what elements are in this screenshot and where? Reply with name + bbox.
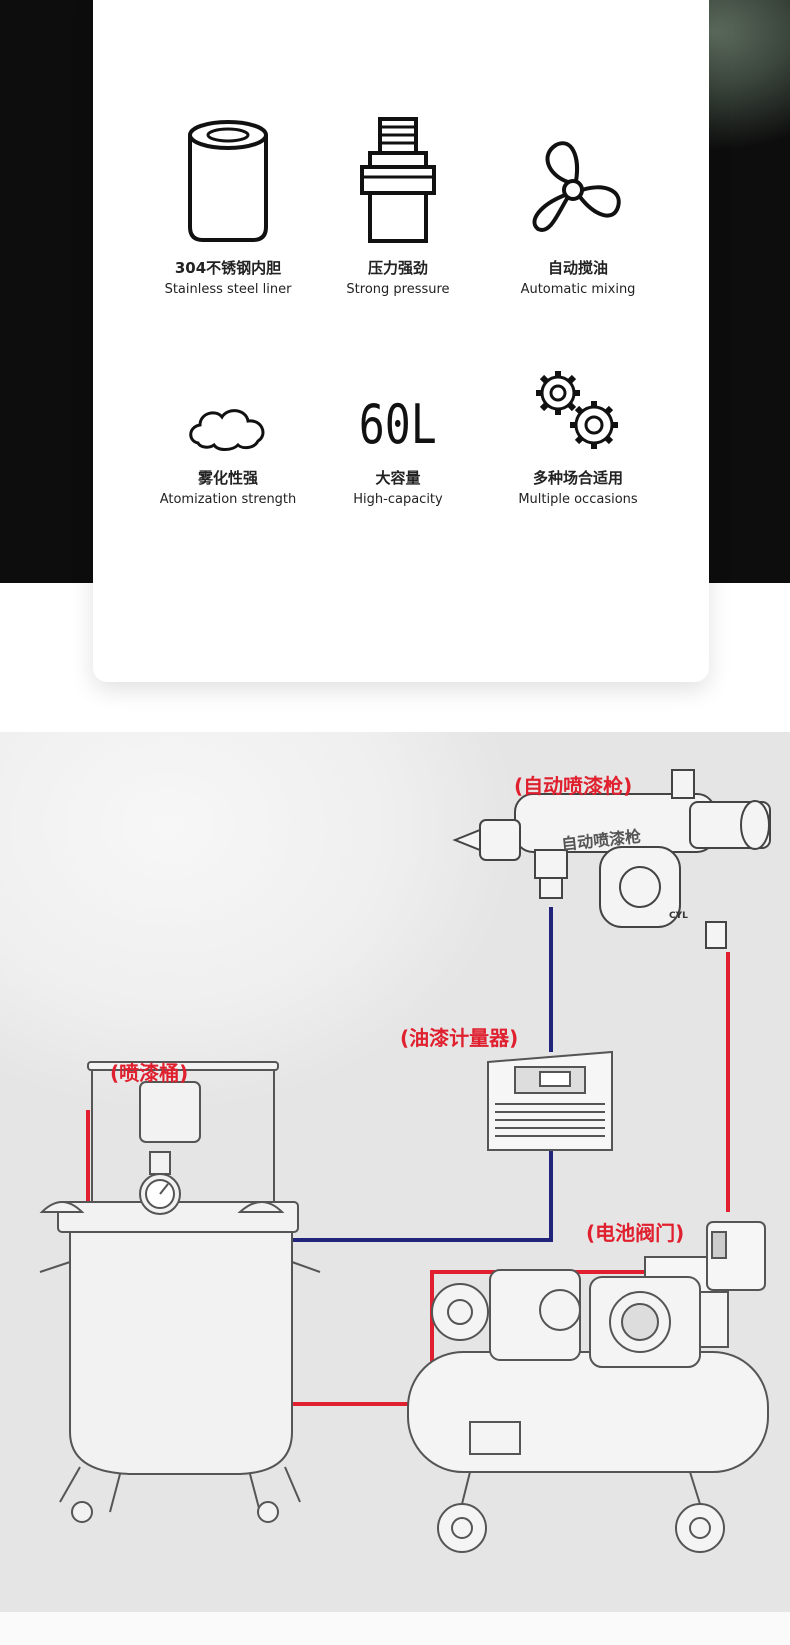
capacity-60l-icon: 60L xyxy=(358,393,438,456)
spray-mist-decoration xyxy=(0,732,520,1112)
feature-atomization: 雾化性强 Atomization strength xyxy=(128,315,328,507)
feature-title-cn: 自动搅油 xyxy=(547,259,608,277)
air-compressor-illustration xyxy=(407,1269,769,1553)
feature-title-cn: 雾化性强 xyxy=(197,469,258,487)
feature-title-en: Automatic mixing xyxy=(520,282,636,297)
paint-meter-label: (油漆计量器) xyxy=(400,1026,519,1050)
feature-automatic-mixing: 自动搅油 Automatic mixing xyxy=(478,105,678,297)
feature-title-cn: 压力强劲 xyxy=(367,259,428,277)
paint-return-line xyxy=(228,1147,553,1242)
spray-gun-model-text: CYL xyxy=(669,911,688,921)
paint-meter-illustration xyxy=(487,1050,613,1151)
feature-high-capacity: 60L 大容量 High-capacity xyxy=(298,315,498,508)
spray-gun-illustration xyxy=(452,769,771,949)
feature-title-en: Stainless steel liner xyxy=(164,282,292,297)
features-card: 304不锈钢内胆 Stainless steel liner 压力强劲 Stro… xyxy=(93,0,709,682)
spray-gun-label: (自动喷漆枪) xyxy=(514,774,633,798)
feature-title-en: Atomization strength xyxy=(159,492,297,507)
gears-icon xyxy=(536,371,618,449)
system-diagram: 自动喷漆枪 CYL xyxy=(0,732,790,1612)
pressure-pump-icon xyxy=(360,117,436,243)
propeller-icon xyxy=(532,141,621,232)
feature-title-en: High-capacity xyxy=(353,492,443,507)
feature-stainless-liner: 304不锈钢内胆 Stainless steel liner xyxy=(128,105,328,297)
feature-title-en: Multiple occasions xyxy=(518,492,638,507)
footer-band xyxy=(0,1612,790,1645)
feature-title-en: Strong pressure xyxy=(346,282,450,297)
paint-tank-label: (喷漆桶) xyxy=(110,1061,189,1085)
valve-label: (电池阀门) xyxy=(586,1221,685,1245)
connection-diagram: 自动喷漆枪 CYL xyxy=(39,769,771,1553)
feature-title-cn: 304不锈钢内胆 xyxy=(174,259,282,277)
cloud-icon xyxy=(189,409,265,451)
feature-multiple-occasions: 多种场合适用 Multiple occasions xyxy=(478,315,678,507)
paint-tank-illustration xyxy=(39,1061,321,1523)
feature-strong-pressure: 压力强劲 Strong pressure xyxy=(298,105,498,297)
feature-title-cn: 多种场合适用 xyxy=(532,469,623,487)
cylinder-liner-icon xyxy=(188,120,268,242)
valve-illustration xyxy=(644,1221,766,1294)
feature-title-cn: 大容量 xyxy=(375,469,421,487)
